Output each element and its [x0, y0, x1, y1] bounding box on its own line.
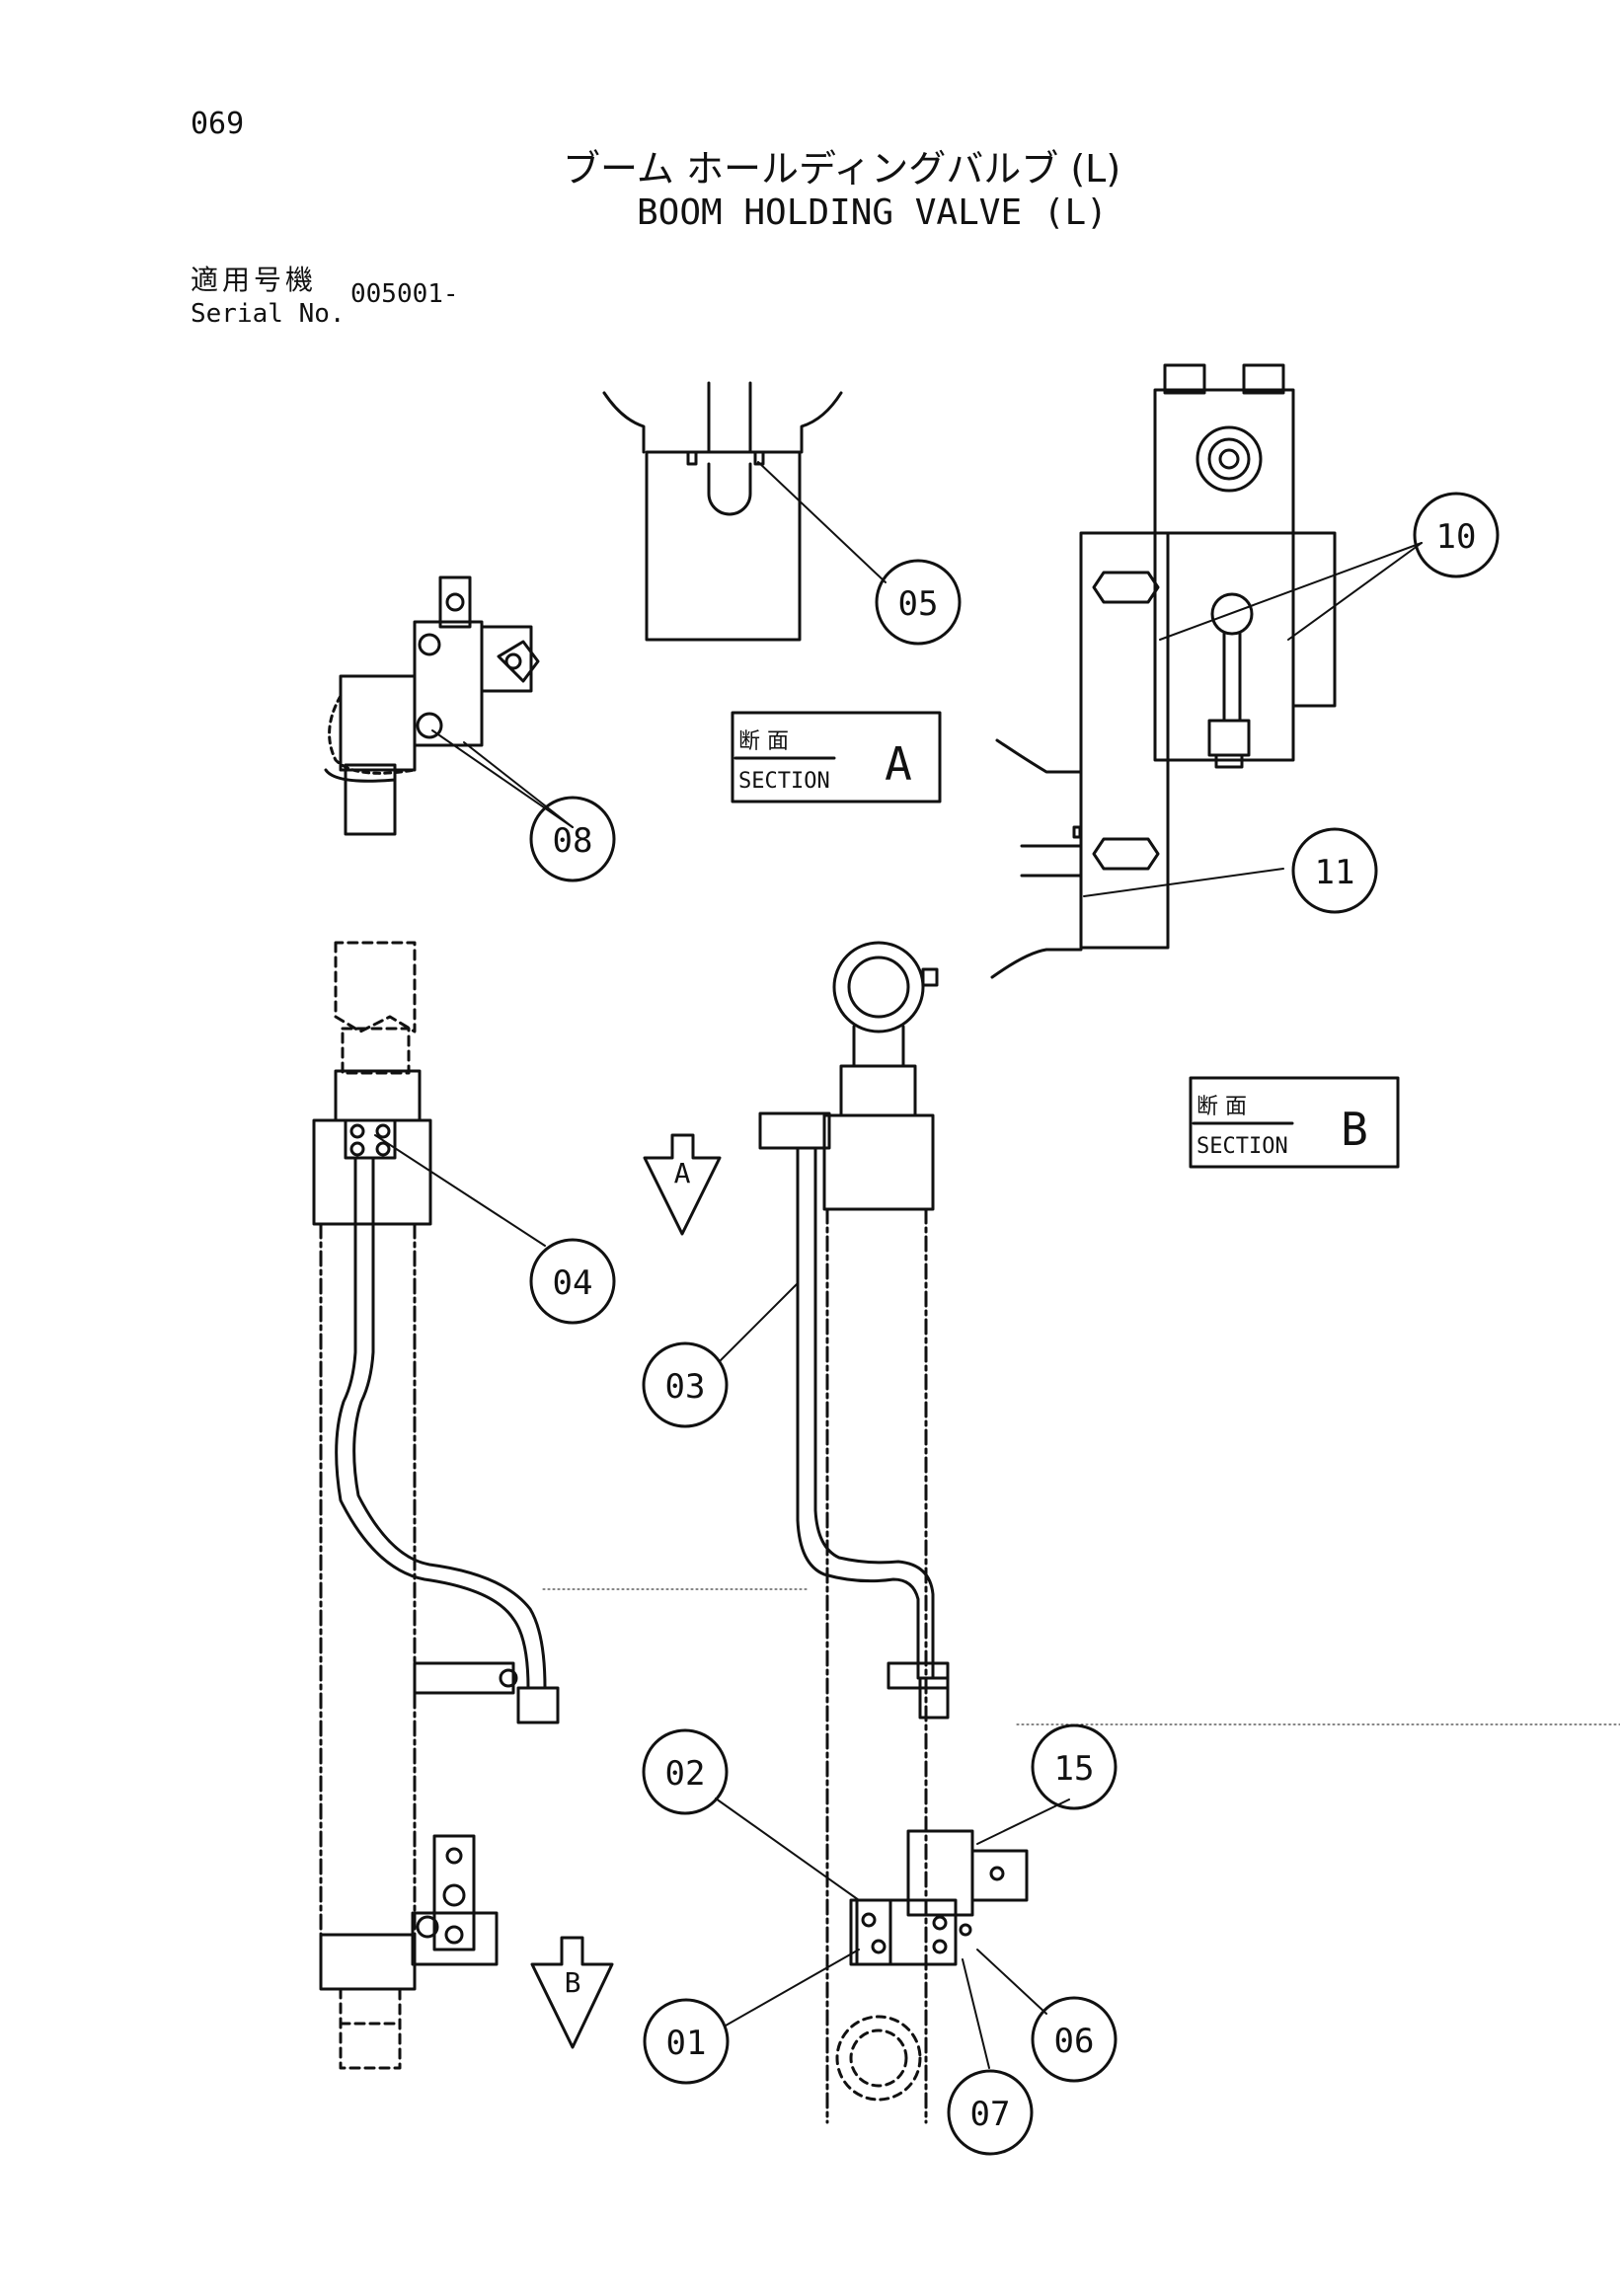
svg-text:01: 01: [666, 2024, 707, 2063]
leader-05: [757, 461, 887, 583]
leader-08a: [431, 729, 574, 828]
section-a-letter: A: [885, 737, 912, 791]
serial-label-english: Serial No.: [191, 299, 346, 329]
section-b-jp: 断 面: [1196, 1095, 1247, 1119]
callout-07: 07: [947, 2069, 1034, 2156]
svg-text:10: 10: [1436, 517, 1477, 557]
svg-text:03: 03: [665, 1367, 706, 1407]
svg-text:15: 15: [1054, 1749, 1095, 1789]
section-b-label-box: 断 面 SECTION B: [1189, 1076, 1400, 1169]
leader-02: [715, 1798, 860, 1901]
svg-text:02: 02: [665, 1754, 706, 1794]
callout-15: 15: [1031, 1723, 1118, 1810]
title-japanese: ブーム ホールディングバルブ (L): [563, 147, 1121, 191]
inset-view: [324, 575, 540, 836]
section-a-jp: 断 面: [738, 729, 789, 754]
leader-03: [720, 1282, 799, 1361]
section-a-detail: [602, 381, 843, 642]
svg-text:04: 04: [553, 1263, 593, 1303]
callout-08: 08: [529, 796, 616, 882]
callout-06: 06: [1031, 1996, 1118, 2083]
callout-10: 10: [1413, 492, 1500, 578]
left-cylinder: [312, 941, 560, 2070]
view-arrow-a-label: A: [674, 1157, 691, 1189]
leader-15: [976, 1799, 1070, 1845]
svg-text:08: 08: [553, 821, 593, 861]
section-a-en: SECTION: [738, 769, 830, 794]
leader-11: [1083, 868, 1284, 897]
svg-text:06: 06: [1054, 2022, 1095, 2061]
section-b-letter: B: [1341, 1103, 1368, 1156]
view-arrow-b-label: B: [565, 1966, 581, 1999]
leader-10a: [1159, 542, 1423, 641]
svg-text:07: 07: [970, 2095, 1011, 2134]
callout-05: 05: [875, 559, 962, 646]
leader-10b: [1287, 542, 1423, 641]
section-a-label-box: 断 面 SECTION A: [731, 711, 942, 804]
callout-01: 01: [643, 1998, 730, 2085]
callout-04: 04: [529, 1238, 616, 1325]
serial-label-japanese: 適用号機: [191, 264, 318, 296]
title-english: BOOM HOLDING VALVE (L): [637, 192, 1108, 233]
callout-11: 11: [1291, 827, 1378, 914]
leader-07: [962, 1958, 990, 2069]
view-arrow-b: B: [530, 1936, 614, 2049]
view-arrow-a: A: [643, 1133, 722, 1236]
svg-text:11: 11: [1315, 853, 1355, 892]
right-cylinder: [758, 941, 1029, 2124]
leader-lines: [374, 461, 1620, 2069]
section-b-en: SECTION: [1196, 1134, 1288, 1159]
leader-01: [725, 1949, 860, 2027]
callout-03: 03: [642, 1341, 729, 1428]
svg-text:05: 05: [898, 584, 939, 624]
serial-number: 005001-: [350, 279, 459, 309]
leader-08b: [463, 741, 574, 828]
leader-04: [374, 1134, 546, 1247]
callout-02: 02: [642, 1728, 729, 1815]
leader-06: [976, 1949, 1047, 2015]
section-b-detail: [990, 363, 1337, 979]
page-number: 069: [191, 107, 245, 141]
